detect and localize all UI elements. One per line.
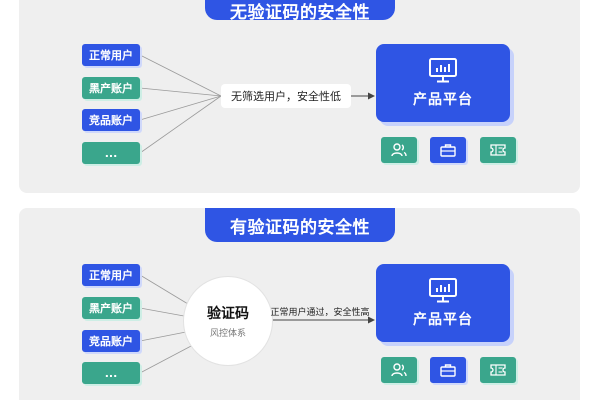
captcha-gate-title: 验证码 [207,306,249,322]
source-normal-user: 正常用户 [82,44,140,66]
briefcase-tile [430,357,466,383]
product-platform: 产品平台 [376,44,510,122]
ticket-tile [480,137,516,163]
briefcase-icon [440,364,456,377]
flow-label-low-security: 无筛选用户，安全性低 [221,84,351,108]
ticket-tile [480,357,516,383]
briefcase-tile [430,137,466,163]
source-more: ... [82,142,140,164]
product-platform: 产品平台 [376,264,510,342]
captcha-gate: 验证码 风控体系 [183,276,273,366]
source-competitor-account: 竞品账户 [82,109,140,131]
users-icon [391,143,407,157]
briefcase-icon [440,144,456,157]
users-tile [381,137,417,163]
source-more: ... [82,362,140,384]
source-competitor-account: 竞品账户 [82,330,140,352]
users-tile [381,357,417,383]
ticket-icon [490,144,506,156]
monitor-chart-icon [429,278,457,303]
title-without-captcha: 无验证码的安全性 [205,0,395,23]
source-normal-user: 正常用户 [82,264,140,286]
platform-label: 产品平台 [413,312,473,328]
source-blackmarket-account: 黑产账户 [82,297,140,319]
captcha-gate-subtitle: 风控体系 [209,329,246,339]
title-with-captcha: 有验证码的安全性 [205,208,395,242]
monitor-chart-icon [429,58,457,83]
platform-label: 产品平台 [413,92,473,108]
users-icon [391,363,407,377]
flow-label-high-security: 正常用户通过，安全性高 [270,307,370,318]
ticket-icon [490,364,506,376]
source-blackmarket-account: 黑产账户 [82,77,140,99]
